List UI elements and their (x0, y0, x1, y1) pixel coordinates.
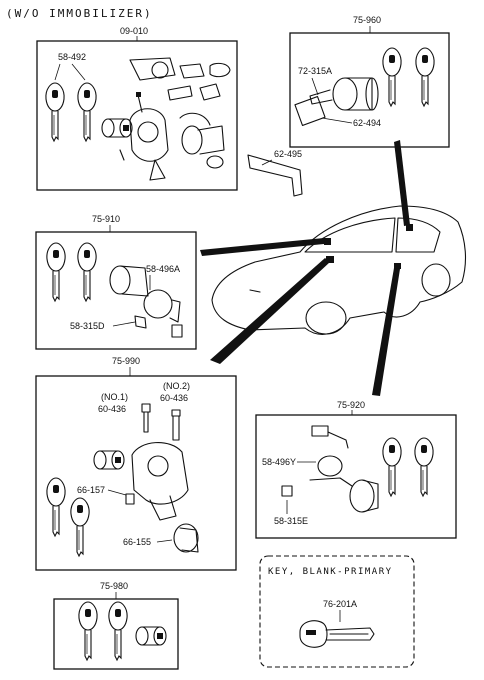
part-66-157-label: 66-157 (77, 485, 105, 495)
group-75-960-label: 75-960 (353, 15, 381, 25)
key-icon (382, 437, 402, 497)
part-58-496A-label: 58-496A (146, 264, 180, 274)
part-no1-label: (NO.1) (101, 392, 128, 402)
leader-arrow-75-990 (210, 258, 330, 364)
switch-module-icon (173, 523, 199, 553)
key-icon (415, 47, 435, 107)
part-no2-label: (NO.2) (163, 381, 190, 391)
key-icon (382, 47, 402, 107)
group-09-010-label: 09-010 (120, 26, 148, 36)
lock-cylinder-icon (93, 450, 125, 470)
group-75-980-label: 75-980 (100, 581, 128, 591)
group-75-980: 75-980 (53, 581, 179, 670)
leader-arrow-75-920 (372, 268, 400, 396)
connector-icon (125, 493, 135, 505)
part-72-315A-label: 72-315A (298, 66, 332, 76)
key-icon (108, 601, 128, 661)
part-66-155-label: 66-155 (123, 537, 151, 547)
part-62-495-label: 62-495 (274, 149, 302, 159)
part-62-494-label: 62-494 (353, 118, 381, 128)
group-75-990: 75-990 (NO.1) 60-436 (NO.2) 60-436 66-15… (35, 356, 237, 571)
group-75-910: 75-910 58-496A 58-315D (35, 214, 197, 350)
trunk-lock-icon (294, 77, 379, 126)
group-75-920: 75-920 58-496Y 58-315E (255, 400, 457, 539)
part-60-436-no2-label: 60-436 (160, 393, 188, 403)
bolt-icon (141, 403, 151, 433)
group-09-010: 09-010 58-492 (36, 26, 238, 191)
part-60-436-no1-label: 60-436 (98, 404, 126, 414)
key-icon (414, 437, 434, 497)
fuel-lid-marker (394, 263, 401, 269)
part-58-496Y-label: 58-496Y (262, 457, 296, 467)
group-75-910-label: 75-910 (92, 214, 120, 224)
part-58-492-label: 58-492 (58, 52, 86, 62)
key-icon (77, 242, 97, 302)
key-blank-panel: KEY, BLANK-PRIMARY 76-201A (259, 555, 415, 668)
key-icon (77, 82, 97, 142)
key-blank-title: KEY, BLANK-PRIMARY (268, 567, 393, 577)
leader-arrow-75-910 (200, 238, 324, 256)
key-icon (46, 242, 66, 302)
part-62-495: 62-495 (247, 149, 303, 197)
ignition-switch-icon (119, 57, 231, 181)
key-icon (46, 477, 66, 537)
group-75-920-label: 75-920 (337, 400, 365, 410)
door-lock-cylinder-icon (109, 265, 183, 338)
group-75-960: 75-960 72-315A 62-494 (289, 15, 450, 148)
leader-arrow-75-960 (394, 140, 410, 226)
key-icon (70, 497, 90, 557)
fuel-lid-lock-icon (281, 425, 379, 513)
lock-cylinder-icon (101, 118, 133, 138)
door-lock-marker (324, 238, 331, 245)
vehicle-outline (200, 140, 467, 396)
diagram-title: (W/O IMMOBILIZER) (6, 7, 153, 20)
lock-cylinder-icon (135, 626, 167, 646)
steering-lock-icon (131, 442, 189, 521)
key-icon (45, 82, 65, 142)
bolt-icon (171, 409, 181, 441)
trunk-lock-marker (406, 224, 413, 231)
part-58-315E-label: 58-315E (274, 516, 308, 526)
key-icon (78, 601, 98, 661)
ignition-marker (326, 256, 334, 263)
group-75-990-label: 75-990 (112, 356, 140, 366)
key-blank-icon (299, 620, 375, 648)
part-76-201A-label: 76-201A (323, 599, 357, 609)
part-58-315D-label: 58-315D (70, 321, 105, 331)
bracket-icon (247, 154, 303, 197)
